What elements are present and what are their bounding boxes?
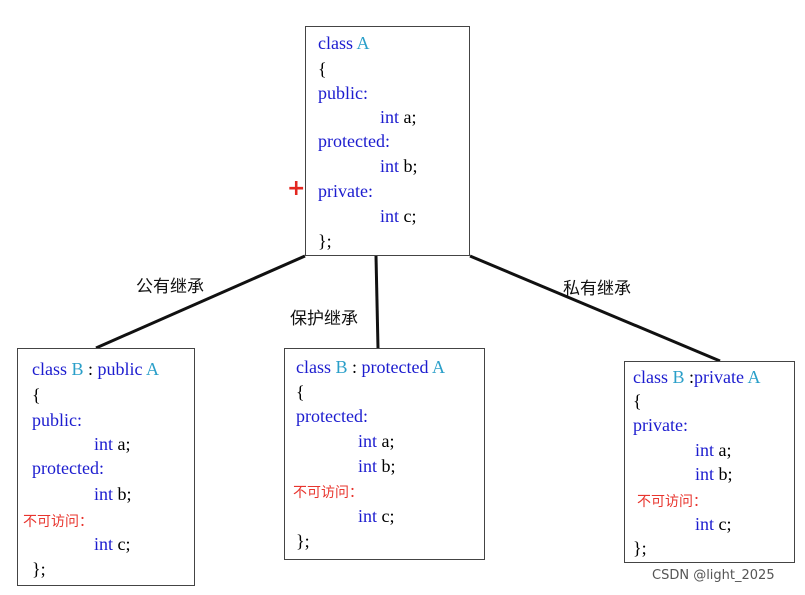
member-c: int c; bbox=[695, 514, 732, 534]
close-brace: }; bbox=[633, 538, 647, 558]
open-brace: { bbox=[296, 382, 305, 402]
class-name: A bbox=[356, 33, 370, 53]
csdn-watermark: CSDN @light_2025 bbox=[652, 568, 775, 583]
protected-inheritance-label: 保护继承 bbox=[290, 309, 358, 329]
close-brace: }; bbox=[318, 231, 332, 251]
class-a-box: class A { public: int a; protected: int … bbox=[305, 26, 470, 256]
inheritance-colon: : bbox=[689, 367, 695, 387]
int-keyword: int bbox=[358, 456, 378, 476]
public-specifier: public: bbox=[32, 410, 82, 430]
member-b: int b; bbox=[695, 464, 733, 484]
inheritance-colon: : bbox=[352, 357, 358, 377]
int-keyword: int bbox=[358, 431, 378, 451]
private-specifier: private: bbox=[633, 415, 688, 435]
member-a: int a; bbox=[695, 440, 732, 460]
member-name: b; bbox=[403, 156, 418, 176]
inaccessible-label: 不可访问： bbox=[637, 494, 707, 510]
int-keyword: int bbox=[358, 506, 378, 526]
member-c: int c; bbox=[380, 206, 417, 226]
private-specifier: private: bbox=[318, 181, 373, 201]
member-name: a; bbox=[117, 434, 131, 454]
class-keyword: class bbox=[32, 359, 67, 379]
member-name: c; bbox=[718, 514, 732, 534]
protected-inheritance-line bbox=[374, 255, 380, 349]
base-class-name: A bbox=[432, 357, 446, 377]
protected-specifier: protected: bbox=[32, 458, 104, 478]
member-name: b; bbox=[718, 464, 733, 484]
open-brace: { bbox=[32, 385, 41, 405]
open-brace: { bbox=[633, 391, 642, 411]
class-b-header: class B : protected A bbox=[296, 357, 445, 377]
close-brace: }; bbox=[296, 531, 310, 551]
base-class-name: A bbox=[146, 359, 160, 379]
int-keyword: int bbox=[94, 484, 114, 504]
member-name: a; bbox=[718, 440, 732, 460]
int-keyword: int bbox=[380, 206, 400, 226]
open-brace: { bbox=[318, 59, 327, 79]
inheritance-keyword: private bbox=[694, 367, 745, 387]
class-keyword: class bbox=[296, 357, 331, 377]
class-name: B bbox=[672, 367, 685, 387]
private-inheritance-label: 私有继承 bbox=[563, 279, 631, 299]
inheritance-colon: : bbox=[88, 359, 94, 379]
member-a: int a; bbox=[94, 434, 131, 454]
class-keyword: class bbox=[633, 367, 668, 387]
base-class-name: A bbox=[747, 367, 761, 387]
member-c: int c; bbox=[358, 506, 395, 526]
class-b-private-box: class B :private A { private: int a; int… bbox=[624, 361, 795, 563]
member-name: a; bbox=[381, 431, 395, 451]
class-b-public-box: class B : public A { public: int a; prot… bbox=[17, 348, 195, 586]
public-inheritance-label: 公有继承 bbox=[136, 277, 204, 297]
plus-marker-icon: + bbox=[287, 176, 306, 201]
int-keyword: int bbox=[94, 434, 114, 454]
class-b-protected-box: class B : protected A { protected: int a… bbox=[284, 348, 485, 560]
inheritance-keyword: public bbox=[97, 359, 143, 379]
close-brace: }; bbox=[32, 559, 46, 579]
member-name: c; bbox=[381, 506, 395, 526]
class-name: B bbox=[335, 357, 348, 377]
member-name: c; bbox=[117, 534, 131, 554]
class-a-header: class A bbox=[318, 33, 370, 53]
int-keyword: int bbox=[695, 464, 715, 484]
int-keyword: int bbox=[94, 534, 114, 554]
public-inheritance-line bbox=[95, 254, 306, 350]
member-b: int b; bbox=[380, 156, 418, 176]
inaccessible-label: 不可访问： bbox=[23, 514, 93, 530]
int-keyword: int bbox=[695, 514, 715, 534]
member-name: c; bbox=[403, 206, 417, 226]
class-b-header: class B :private A bbox=[633, 367, 761, 387]
class-name: B bbox=[71, 359, 84, 379]
protected-specifier: protected: bbox=[318, 131, 390, 151]
member-a: int a; bbox=[380, 107, 417, 127]
int-keyword: int bbox=[695, 440, 715, 460]
public-specifier: public: bbox=[318, 83, 368, 103]
private-inheritance-line bbox=[469, 254, 721, 363]
class-keyword: class bbox=[318, 33, 353, 53]
member-b: int b; bbox=[94, 484, 132, 504]
member-c: int c; bbox=[94, 534, 131, 554]
protected-specifier: protected: bbox=[296, 406, 368, 426]
member-name: a; bbox=[403, 107, 417, 127]
int-keyword: int bbox=[380, 107, 400, 127]
member-a: int a; bbox=[358, 431, 395, 451]
member-name: b; bbox=[117, 484, 132, 504]
inheritance-keyword: protected bbox=[361, 357, 429, 377]
member-name: b; bbox=[381, 456, 396, 476]
inaccessible-label: 不可访问： bbox=[293, 485, 363, 501]
member-b: int b; bbox=[358, 456, 396, 476]
int-keyword: int bbox=[380, 156, 400, 176]
class-b-header: class B : public A bbox=[32, 359, 159, 379]
